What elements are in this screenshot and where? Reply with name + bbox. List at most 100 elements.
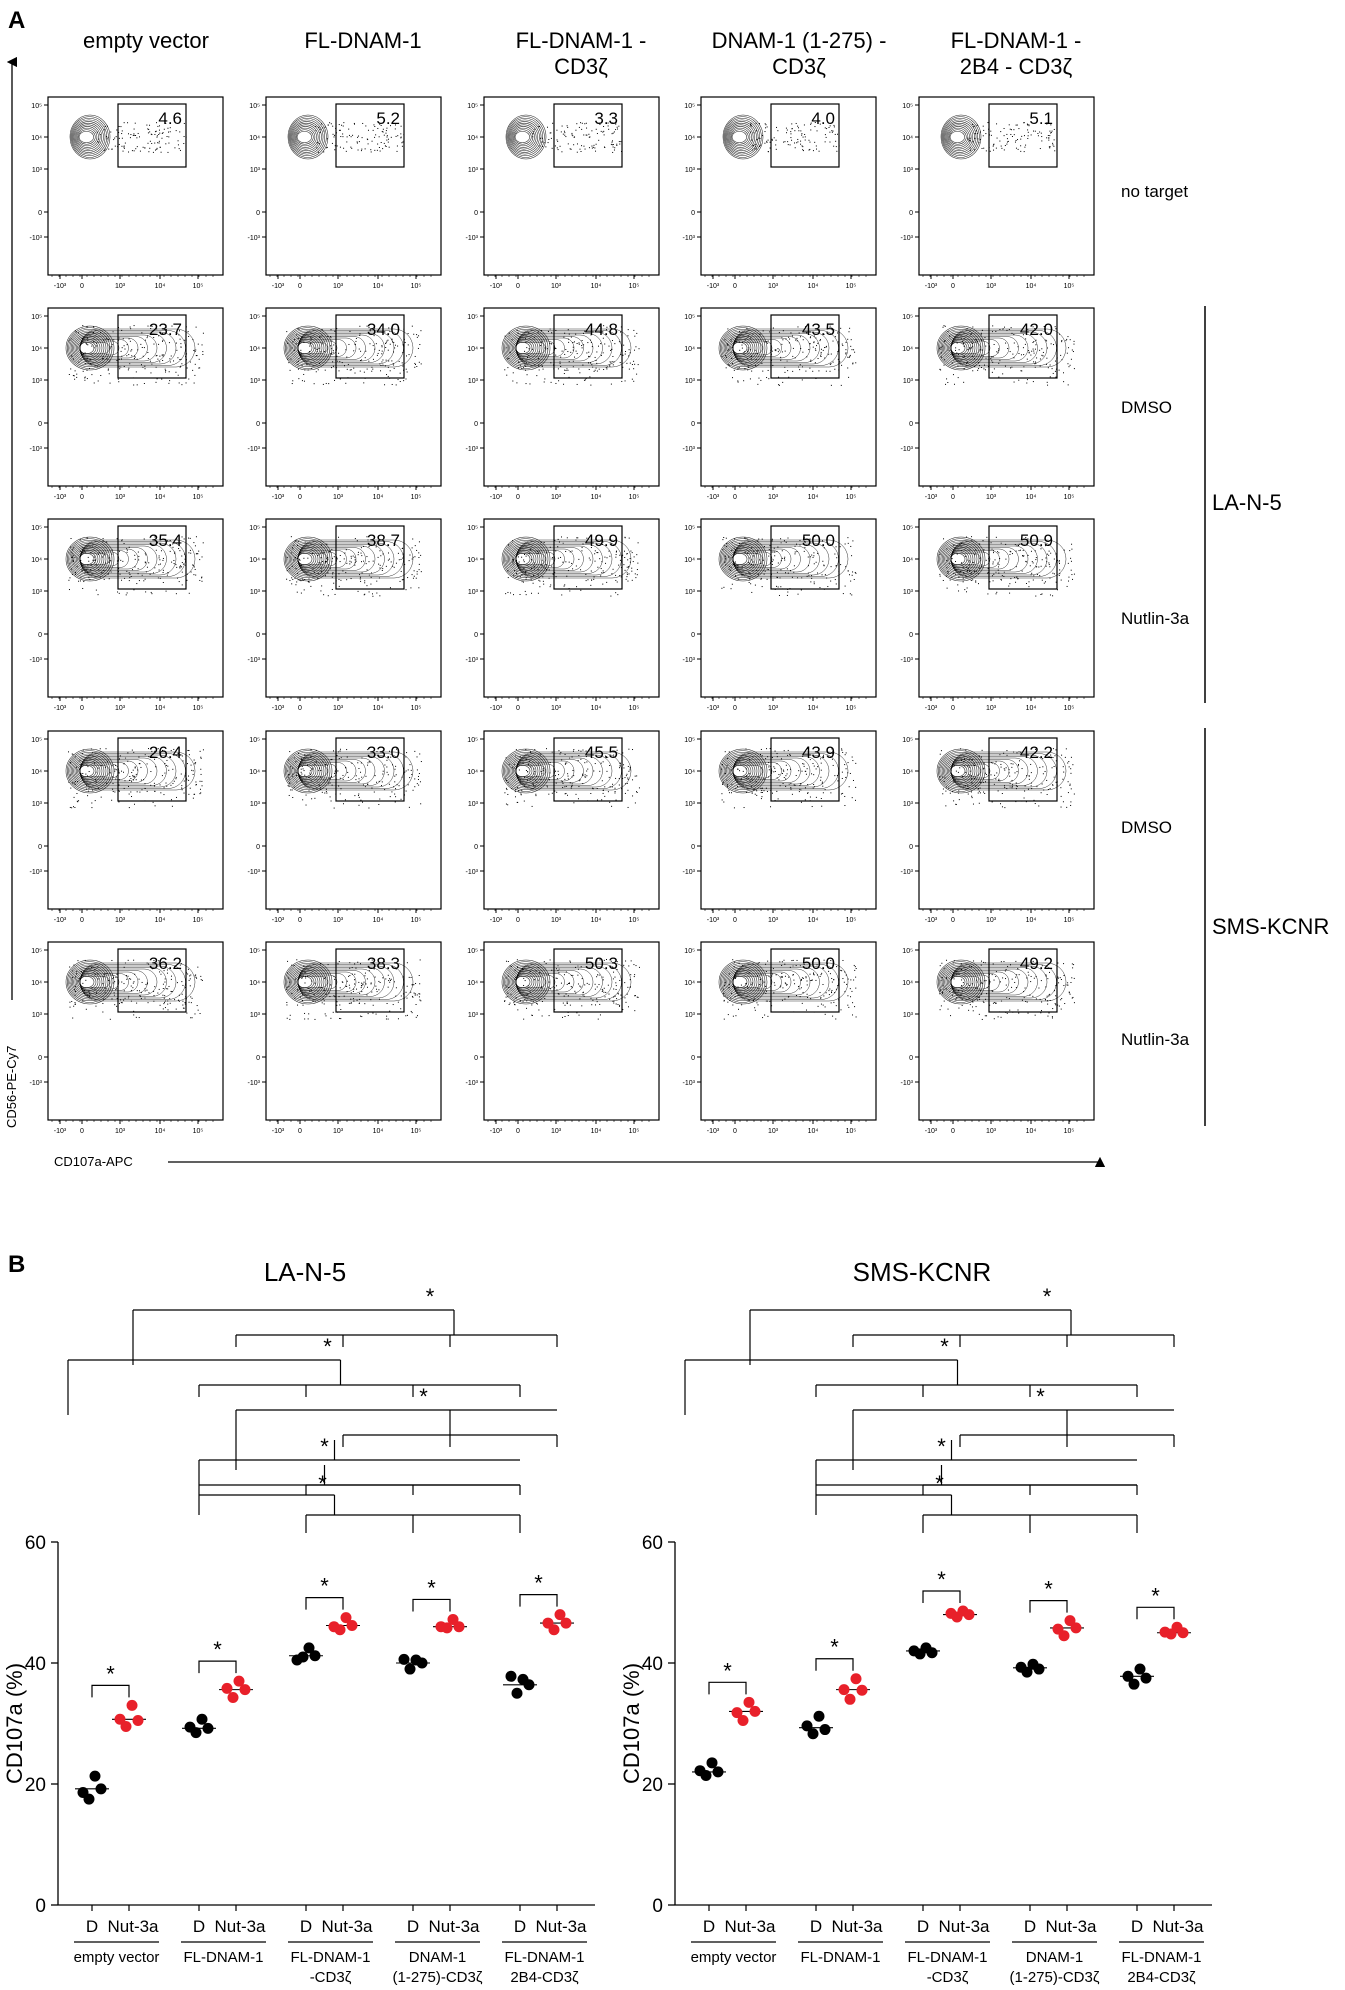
contour-line: [79, 328, 196, 368]
event-dot: [402, 352, 404, 354]
event-dot: [528, 552, 530, 554]
contour-line: [511, 761, 535, 781]
event-dot: [727, 344, 729, 346]
event-dot: [531, 348, 533, 350]
event-dot: [138, 136, 140, 138]
event-dot: [201, 556, 203, 558]
event-dot: [397, 135, 399, 137]
event-dot: [1043, 582, 1045, 584]
event-dot: [153, 572, 155, 574]
event-dot: [1048, 137, 1050, 139]
event-dot: [104, 125, 106, 127]
event-dot: [597, 566, 599, 568]
event-dot: [316, 142, 318, 144]
event-dot: [168, 769, 170, 771]
event-dot: [379, 363, 381, 365]
event-dot: [774, 551, 776, 553]
event-dot: [958, 576, 960, 578]
event-dot: [608, 345, 610, 347]
event-dot: [960, 550, 962, 552]
event-dot: [566, 537, 568, 539]
event-dot: [763, 778, 765, 780]
event-dot: [780, 768, 782, 770]
event-dot: [830, 353, 832, 355]
event-dot: [183, 538, 185, 540]
event-dot: [939, 575, 941, 577]
x-tick-label: 10³: [333, 283, 344, 290]
event-dot: [957, 584, 959, 586]
event-dot: [1049, 130, 1051, 132]
event-dot: [198, 358, 200, 360]
event-dot: [784, 371, 786, 373]
event-dot: [1052, 572, 1054, 574]
event-dot: [761, 792, 763, 794]
event-dot: [744, 551, 746, 553]
event-dot: [594, 763, 596, 765]
event-dot: [943, 364, 945, 366]
event-dot: [159, 146, 161, 148]
event-dot: [346, 136, 348, 138]
event-dot: [103, 339, 105, 341]
contour-line: [944, 121, 975, 153]
event-dot: [767, 369, 769, 371]
event-dot: [144, 147, 146, 149]
event-dot: [1023, 122, 1025, 124]
event-dot: [404, 771, 406, 773]
event-dot: [121, 355, 123, 357]
event-dot: [998, 362, 1000, 364]
event-dot: [781, 351, 783, 353]
event-dot: [322, 127, 324, 129]
event-dot: [68, 339, 70, 341]
event-dot: [129, 137, 131, 139]
event-dot: [827, 586, 829, 588]
event-dot: [613, 361, 615, 363]
event-dot: [958, 349, 960, 351]
x-tick-label: 0: [80, 494, 84, 501]
event-dot: [131, 349, 133, 351]
event-dot: [829, 141, 831, 143]
event-dot: [764, 341, 766, 343]
event-dot: [982, 125, 984, 127]
event-dot: [353, 350, 355, 352]
event-dot: [619, 554, 621, 556]
event-dot: [1072, 351, 1074, 353]
column-header: FL-DNAM-1 -CD3ζ: [516, 28, 647, 79]
event-dot: [1049, 566, 1051, 568]
y-tick-label: 0: [38, 844, 42, 851]
event-dot: [842, 593, 844, 595]
event-dot: [733, 807, 735, 809]
event-dot: [297, 368, 299, 370]
event-dot: [357, 136, 359, 138]
event-dot: [401, 145, 403, 147]
y-tick-label: 0: [474, 210, 478, 217]
event-dot: [1042, 355, 1044, 357]
event-dot: [966, 570, 968, 572]
event-dot: [792, 370, 794, 372]
event-dot: [767, 756, 769, 758]
event-dot: [566, 368, 568, 370]
event-dot: [970, 334, 972, 336]
event-dot: [583, 379, 585, 381]
event-dot: [366, 556, 368, 558]
event-dot: [539, 137, 541, 139]
event-dot: [134, 775, 136, 777]
event-dot: [184, 553, 186, 555]
event-dot: [624, 557, 626, 559]
event-dot: [627, 789, 629, 791]
event-dot: [130, 791, 132, 793]
event-dot: [962, 577, 964, 579]
event-dot: [810, 359, 812, 361]
event-dot: [348, 343, 350, 345]
event-dot: [1028, 352, 1030, 354]
event-dot: [596, 370, 598, 372]
event-dot: [350, 369, 352, 371]
contour-line: [69, 330, 109, 366]
event-dot: [528, 348, 530, 350]
event-dot: [420, 330, 422, 332]
x-tick-label: 0: [951, 283, 955, 290]
event-dot: [79, 760, 81, 762]
event-dot: [199, 793, 201, 795]
event-dot: [740, 777, 742, 779]
event-dot: [1050, 552, 1052, 554]
event-dot: [625, 775, 627, 777]
